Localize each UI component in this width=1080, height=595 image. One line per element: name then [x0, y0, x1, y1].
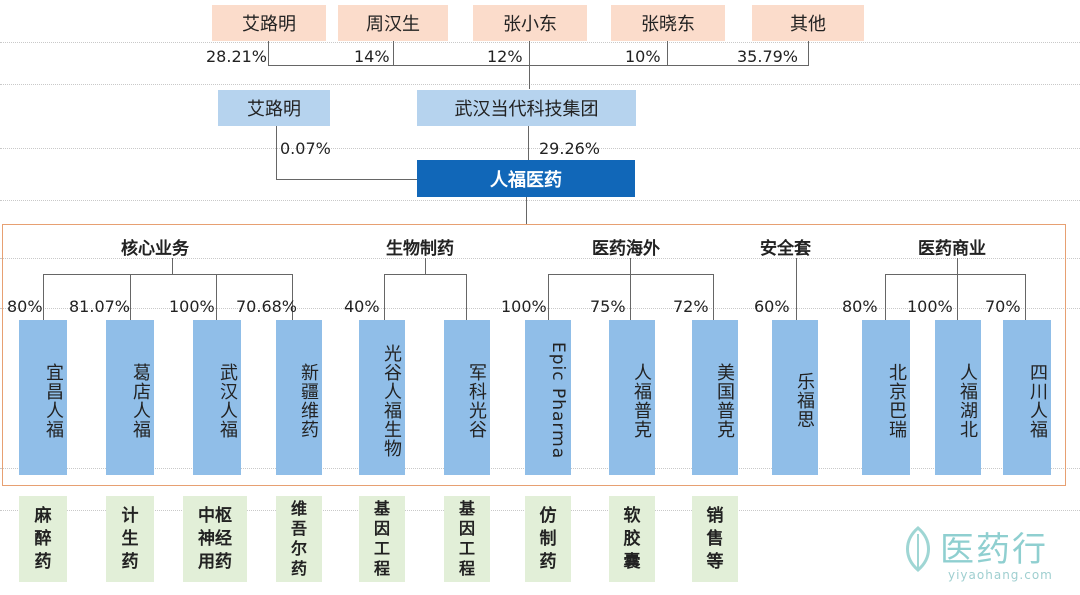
subsidiary-pct: 80%	[7, 297, 43, 316]
subsidiary-name: 乐福思	[794, 372, 815, 429]
subsidiary-pct: 70.68%	[236, 297, 298, 316]
category-label: 核心业务	[121, 239, 189, 259]
shareholder-name: 艾路明	[242, 14, 296, 35]
shareholder-box: 张晓东	[611, 5, 725, 41]
subsidiary-name: 葛店人福	[130, 362, 151, 439]
category-label: 医药商业	[918, 239, 986, 259]
subsidiary-name: 军科光谷	[466, 362, 487, 439]
parent-box-group: 武汉当代科技集团	[417, 90, 636, 126]
subsidiary-pct: 81.07%	[69, 297, 131, 316]
parent-pct: 29.26%	[539, 139, 601, 158]
subsidiary-pct: 100%	[169, 297, 215, 316]
leaf-logo-icon	[906, 526, 930, 572]
share-pct: 12%	[487, 47, 523, 66]
subsidiary-name: Epic Pharma	[548, 341, 568, 460]
product-box: 计 生 药	[106, 496, 154, 582]
product-box: 维 吾 尔 药	[276, 496, 322, 582]
subsidiary-name: 北京巴瑞	[886, 362, 907, 439]
company-box: 人福医药	[417, 160, 635, 197]
product-box: 软 胶 囊	[609, 496, 655, 582]
shareholder-box: 周汉生	[338, 5, 448, 41]
shareholder-box: 艾路明	[212, 5, 326, 41]
product-box: 中枢 神经 用药	[183, 496, 247, 582]
company-name: 人福医药	[490, 169, 562, 191]
subsidiary-pct: 75%	[590, 297, 626, 316]
subsidiary-pct: 80%	[842, 297, 878, 316]
category-label: 生物制药	[386, 239, 454, 259]
shareholder-name: 其他	[790, 14, 826, 35]
category-label: 医药海外	[592, 239, 660, 259]
subsidiary-pct: 60%	[754, 297, 790, 316]
subsidiary-box: 新疆维药	[276, 320, 322, 475]
subsidiary-box: 美国普克	[692, 320, 738, 475]
parent-name: 武汉当代科技集团	[454, 99, 599, 120]
watermark-text: 医药行	[940, 530, 1048, 570]
subsidiary-pct: 40%	[344, 297, 380, 316]
category-label: 安全套	[760, 239, 811, 259]
subsidiary-name: 人福湖北	[957, 362, 978, 439]
subsidiary-name: 新疆维药	[298, 362, 319, 439]
subsidiary-name: 四川人福	[1027, 362, 1048, 439]
watermark: 医药行 yiyaohang.com	[900, 520, 1072, 590]
product-box: 仿 制 药	[525, 496, 571, 582]
subsidiary-box: 四川人福	[1003, 320, 1051, 475]
watermark-url: yiyaohang.com	[948, 568, 1053, 582]
subsidiary-name: 光谷人福生物	[381, 343, 402, 458]
subsidiary-box: 人福湖北	[935, 320, 981, 475]
shareholder-box: 张小东	[473, 5, 587, 41]
product-box: 麻 醉 药	[19, 496, 67, 582]
subsidiary-name: 人福普克	[631, 362, 652, 439]
product-box: 销 售 等	[692, 496, 738, 582]
subsidiary-pct: 100%	[907, 297, 953, 316]
subsidiary-box: 北京巴瑞	[862, 320, 910, 475]
product-box: 基 因 工 程	[444, 496, 490, 582]
subsidiary-pct: 100%	[501, 297, 547, 316]
shareholder-name: 张小东	[503, 14, 557, 35]
subsidiary-name: 宜昌人福	[43, 362, 64, 439]
subsidiary-box: Epic Pharma	[525, 320, 571, 475]
subsidiary-name: 武汉人福	[217, 362, 238, 439]
subsidiary-box: 葛店人福	[106, 320, 154, 475]
share-pct: 10%	[625, 47, 661, 66]
product-box: 基 因 工 程	[359, 496, 405, 582]
subsidiary-pct: 72%	[673, 297, 709, 316]
parent-pct: 0.07%	[280, 139, 331, 158]
shareholder-box: 其他	[752, 5, 864, 41]
subsidiary-box: 乐福思	[772, 320, 818, 475]
subsidiary-pct: 70%	[985, 297, 1021, 316]
subsidiary-box: 宜昌人福	[19, 320, 67, 475]
business-frame	[2, 224, 1066, 486]
subsidiary-box: 人福普克	[609, 320, 655, 475]
share-pct: 14%	[354, 47, 390, 66]
parent-box-individual: 艾路明	[218, 90, 330, 126]
shareholder-name: 张晓东	[641, 14, 695, 35]
subsidiary-box: 武汉人福	[193, 320, 241, 475]
shareholder-name: 周汉生	[366, 14, 420, 35]
subsidiary-name: 美国普克	[714, 362, 735, 439]
parent-name: 艾路明	[247, 99, 301, 120]
share-pct: 28.21%	[206, 47, 268, 66]
subsidiary-box: 光谷人福生物	[359, 320, 405, 475]
share-pct: 35.79%	[737, 47, 799, 66]
subsidiary-box: 军科光谷	[444, 320, 490, 475]
